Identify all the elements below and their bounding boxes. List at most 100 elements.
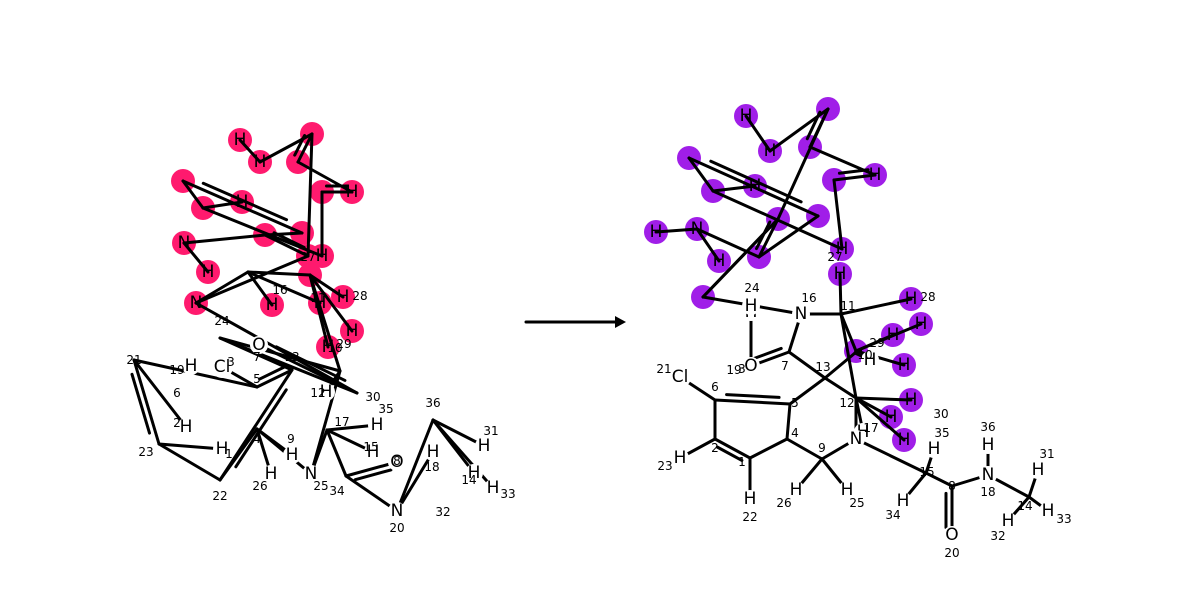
atom-index-label: 34 xyxy=(329,484,344,498)
single-bond xyxy=(695,227,761,259)
atom-symbol-n: N xyxy=(982,465,995,485)
atom-symbol-cl: Cl xyxy=(214,357,231,377)
atom-index-label: 33 xyxy=(1056,512,1071,526)
atom-label-background xyxy=(847,430,865,448)
atom-symbol-h: H xyxy=(836,239,849,259)
atom-label-background xyxy=(302,465,320,483)
single-bond xyxy=(306,132,314,258)
atom-index-label: 14 xyxy=(1017,499,1032,513)
atom-index-label: 21 xyxy=(656,362,671,376)
atom-symbol-h: H xyxy=(180,417,193,437)
atom-symbol-h: H xyxy=(337,287,350,307)
atom-symbol-h: H xyxy=(427,442,440,462)
double-bond-inner xyxy=(353,468,393,482)
atom-index-label: 31 xyxy=(1039,447,1054,461)
double-bond xyxy=(181,179,304,235)
single-bond xyxy=(854,396,913,402)
single-bond xyxy=(395,450,435,513)
atom-symbol-h: H xyxy=(897,491,910,511)
atom-symbol-h: H xyxy=(982,435,995,455)
atom-index-label: 13 xyxy=(284,350,299,364)
atom-symbol-h: H xyxy=(864,350,877,370)
atom-index-label: 25 xyxy=(313,479,328,493)
atom-symbol-h: H xyxy=(869,165,882,185)
double-bond xyxy=(757,217,780,259)
atom-index-label: 26 xyxy=(252,479,267,493)
atom-label-background xyxy=(943,526,961,544)
atom-index-label: 23 xyxy=(138,445,153,459)
single-bond xyxy=(395,418,435,513)
atom-label-background xyxy=(1039,502,1057,520)
atom-index-label: 4 xyxy=(791,426,799,440)
atom-symbol-h: H xyxy=(1032,460,1045,480)
single-bond xyxy=(325,428,348,478)
double-bond xyxy=(832,173,877,182)
atom-index-label: 16 xyxy=(801,291,816,305)
atom-symbol-h: H xyxy=(478,436,491,456)
atom-symbol-h: H xyxy=(1002,511,1015,531)
atom-symbol-h: H xyxy=(885,407,898,427)
single-bond xyxy=(823,351,857,380)
atom-label-background xyxy=(861,351,879,369)
atom-index-label: 30 xyxy=(933,407,948,421)
atom-symbol-h: H xyxy=(905,289,918,309)
atom-index-label: 21 xyxy=(126,353,141,367)
double-bond-inner xyxy=(709,159,803,204)
single-bond xyxy=(785,402,792,441)
atom-label-background xyxy=(979,436,997,454)
atom-symbol-h: H xyxy=(322,337,335,357)
atom-label-background xyxy=(894,492,912,510)
atom-label-background xyxy=(484,479,502,497)
atom-symbol-o: O xyxy=(390,452,403,472)
atom-symbol-h: H xyxy=(314,293,327,313)
atom-index-label: 6 xyxy=(173,386,181,400)
atom-index-label: 12 xyxy=(839,396,854,410)
atom-index-label: 25 xyxy=(849,496,864,510)
atom-label-background xyxy=(317,383,335,401)
atom-symbol-h: H xyxy=(745,296,758,316)
atom-symbol-h: H xyxy=(367,442,380,462)
atom-index-label: 36 xyxy=(425,396,440,410)
atom-index-label: 2 xyxy=(173,416,181,430)
single-bond xyxy=(182,233,267,245)
atom-index-label: 22 xyxy=(742,510,757,524)
atom-symbol-h: H xyxy=(744,489,757,509)
atom-index-label: 29 xyxy=(336,337,351,351)
atom-label-background xyxy=(1029,461,1047,479)
single-bond xyxy=(748,437,789,460)
single-bond xyxy=(308,273,354,333)
single-bond xyxy=(839,297,913,316)
atom-index-label: 15 xyxy=(919,465,934,479)
atom-label-background xyxy=(671,449,689,467)
atom-index-label: 20 xyxy=(944,546,959,560)
atom-index-label: 14 xyxy=(461,473,476,487)
double-bond xyxy=(132,358,161,446)
atom-index-label: 30 xyxy=(365,390,380,404)
single-bond xyxy=(246,270,322,305)
atom-symbol-n: N xyxy=(691,219,704,239)
double-bond xyxy=(296,132,314,164)
atom-index-label: 3 xyxy=(738,362,746,376)
atom-symbol-h: H xyxy=(286,445,299,465)
single-bond xyxy=(246,270,312,277)
atom-label-background xyxy=(211,356,233,378)
atom-symbol-h: H xyxy=(898,430,911,450)
atom-symbol-h: H xyxy=(713,251,726,271)
atom-index-label: 10 xyxy=(327,341,342,355)
atom-index-label: 9 xyxy=(287,432,295,446)
double-bond-inner xyxy=(201,181,289,222)
atom-index-label: 32 xyxy=(990,529,1005,543)
double-bond-inner xyxy=(293,134,307,157)
atom-symbol-h: H xyxy=(674,448,687,468)
atom-index-label: 5 xyxy=(791,396,799,410)
single-bond xyxy=(854,437,928,475)
atom-label-background xyxy=(283,446,301,464)
atom-symbol-h: H xyxy=(216,439,229,459)
double-bond-inner xyxy=(725,393,781,399)
atom-index-label: 10 xyxy=(857,348,872,362)
atom-symbol-h: H xyxy=(236,192,249,212)
atom-index-label: 36 xyxy=(980,420,995,434)
single-bond xyxy=(823,376,858,400)
